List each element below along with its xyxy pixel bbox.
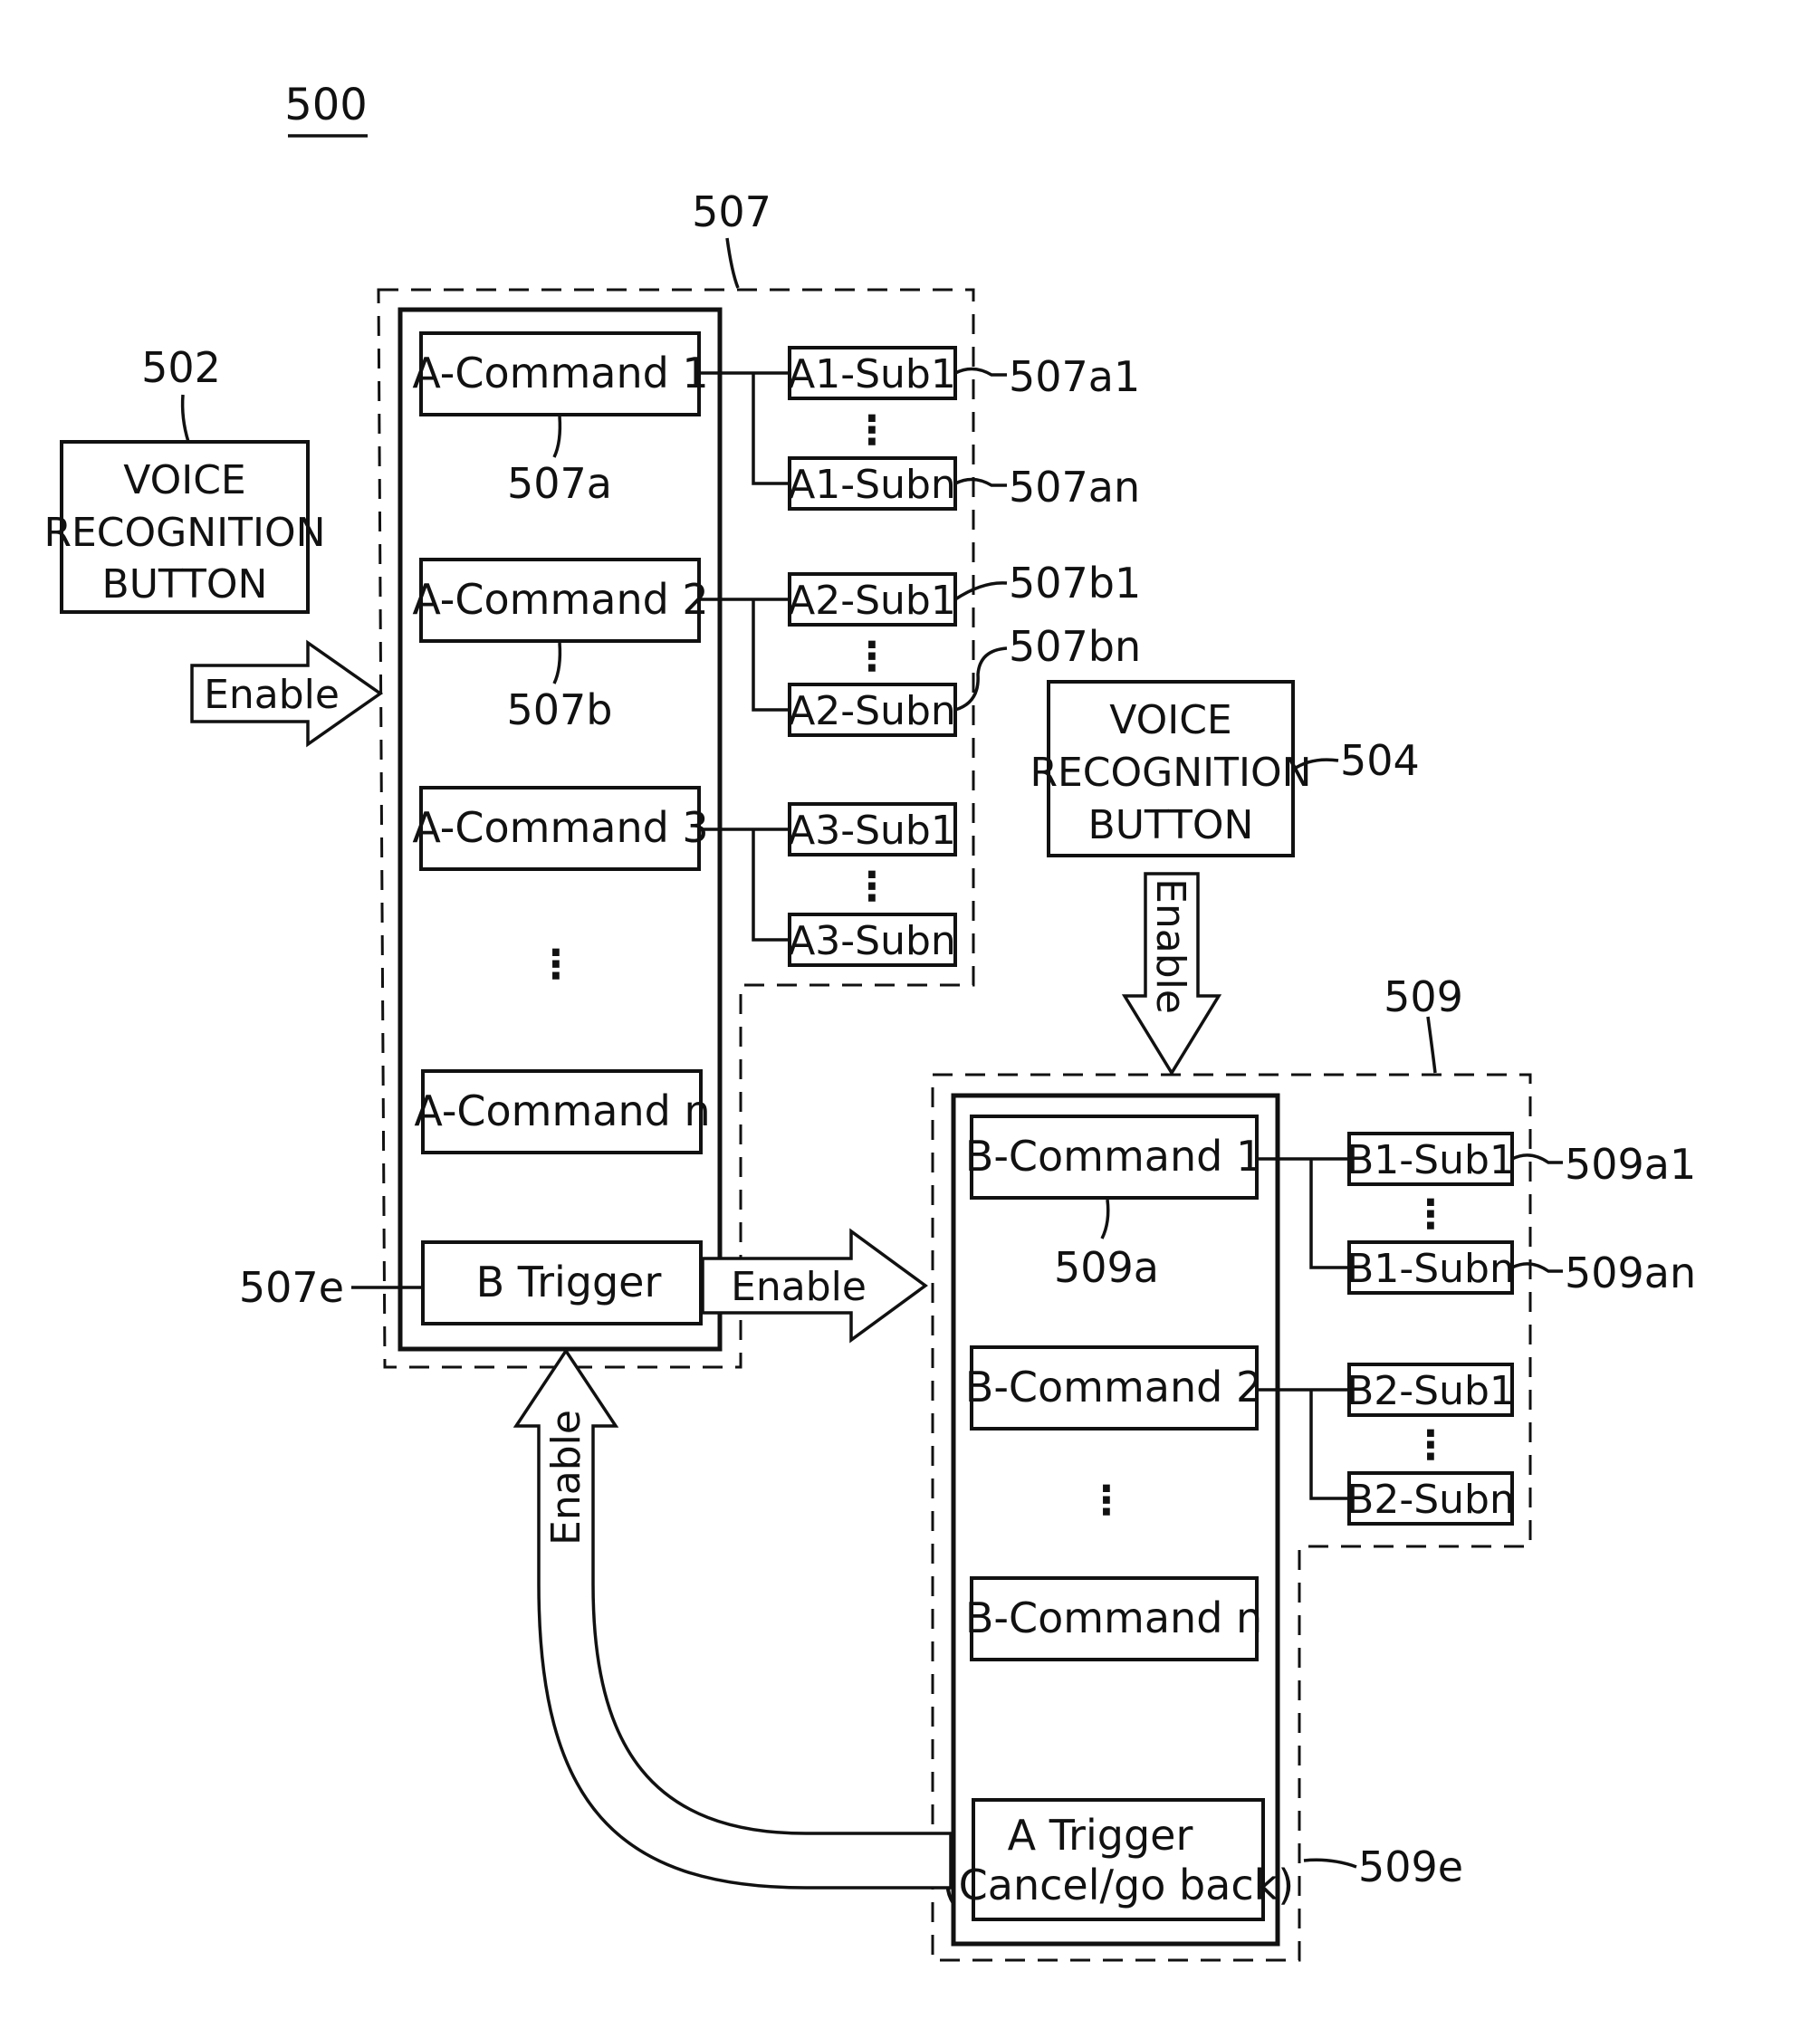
b-command-n[interactable]: B-Command n xyxy=(965,1578,1262,1660)
button-504-ref: 504 xyxy=(1340,736,1420,785)
b1-subn-ref-leader xyxy=(1512,1264,1563,1271)
figure-label: 500 xyxy=(284,80,368,130)
b-command-1-ref-leader xyxy=(1102,1200,1108,1239)
b-command-2[interactable]: B-Command 2 xyxy=(965,1347,1262,1429)
a1-sub1-ref-leader xyxy=(955,368,1007,375)
a1-subn-ref: 507an xyxy=(1009,463,1140,512)
a2-sub1-ref-leader xyxy=(955,583,1007,599)
enable-arrow-b-trigger-to-509: Enable xyxy=(703,1231,925,1340)
enable-arrow-to-507-label: Enable xyxy=(204,672,340,718)
b1-subn-ref: 509an xyxy=(1565,1249,1696,1297)
button-502-ref-leader xyxy=(183,395,188,442)
b-command-n-label: B-Command n xyxy=(965,1593,1262,1642)
a2-subn-ref-leader xyxy=(955,648,1007,710)
button-502-line-1: VOICE xyxy=(123,457,245,503)
b2-subn[interactable]: B2-Subn xyxy=(1346,1473,1515,1524)
a-command-2-ref-leader xyxy=(554,643,560,684)
b1-connector xyxy=(1257,1159,1349,1268)
voice-recognition-button-504[interactable]: VOICE RECOGNITION BUTTON xyxy=(1030,682,1311,856)
group-507-ref: 507 xyxy=(692,187,771,236)
b-commands-ellipsis: ⋮ xyxy=(1087,1478,1126,1524)
b1-subs-ellipsis: ⋮ xyxy=(1411,1191,1451,1238)
b2-subn-label: B2-Subn xyxy=(1346,1477,1515,1523)
a3-subn[interactable]: A3-Subn xyxy=(788,914,956,965)
a1-sub1-ref: 507a1 xyxy=(1009,352,1140,401)
a-trigger-ref: 509e xyxy=(1358,1842,1463,1891)
a1-subs-ellipsis: ⋮ xyxy=(852,407,892,454)
b1-sub1-ref-leader xyxy=(1512,1155,1563,1163)
a1-subn-label: A1-Subn xyxy=(788,462,956,508)
enable-arrow-a-trigger-label: Enable xyxy=(543,1410,589,1545)
b-command-1[interactable]: B-Command 1 xyxy=(965,1116,1262,1198)
a-command-3[interactable]: A-Command 3 xyxy=(412,788,708,869)
a-command-1[interactable]: A-Command 1 xyxy=(412,333,708,415)
a-command-2-ref: 507b xyxy=(507,685,613,734)
b-trigger-label: B Trigger xyxy=(476,1258,662,1306)
b-command-1-ref: 509a xyxy=(1054,1243,1159,1292)
a1-sub1-label: A1-Sub1 xyxy=(788,351,956,397)
button-502-ref: 502 xyxy=(141,343,221,392)
a-trigger[interactable]: A Trigger (Cancel/go back) xyxy=(943,1800,1295,1919)
b2-sub1-label: B2-Sub1 xyxy=(1346,1368,1515,1414)
b-command-1-label: B-Command 1 xyxy=(965,1132,1262,1181)
a-command-3-label: A-Command 3 xyxy=(412,803,708,852)
button-502-line-3: BUTTON xyxy=(102,561,268,608)
b1-sub1-label: B1-Sub1 xyxy=(1346,1137,1515,1183)
a1-subn-ref-leader xyxy=(955,479,1007,485)
group-509-ref-leader xyxy=(1428,1017,1435,1073)
a-command-1-ref-leader xyxy=(554,416,560,457)
button-504-line-1: VOICE xyxy=(1109,697,1231,743)
button-504-line-2: RECOGNITION xyxy=(1030,750,1311,796)
a3-subn-label: A3-Subn xyxy=(788,918,956,964)
button-504-line-3: BUTTON xyxy=(1088,802,1254,848)
a2-subs-ellipsis: ⋮ xyxy=(852,634,892,680)
b1-subn-label: B1-Subn xyxy=(1346,1246,1515,1292)
a-trigger-line-1: A Trigger xyxy=(1008,1811,1193,1860)
a1-connector xyxy=(699,373,790,483)
enable-arrow-a-trigger-to-b-trigger: Enable xyxy=(516,1351,951,1888)
a3-subs-ellipsis: ⋮ xyxy=(852,864,892,910)
a-command-1-ref: 507a xyxy=(507,459,612,508)
enable-arrow-to-509-label: Enable xyxy=(1147,878,1193,1014)
b1-sub1-ref: 509a1 xyxy=(1565,1140,1696,1189)
b2-connector xyxy=(1257,1390,1349,1498)
b2-subs-ellipsis: ⋮ xyxy=(1411,1422,1451,1469)
a1-subn[interactable]: A1-Subn xyxy=(788,458,956,509)
a2-sub1[interactable]: A2-Sub1 xyxy=(788,574,956,625)
a-command-2[interactable]: A-Command 2 xyxy=(412,560,708,641)
a-commands-ellipsis: ⋮ xyxy=(536,942,576,988)
a-trigger-line-2: (Cancel/go back) xyxy=(943,1861,1295,1909)
button-502-line-2: RECOGNITION xyxy=(43,510,325,556)
a2-sub1-label: A2-Sub1 xyxy=(788,578,956,624)
a-command-2-label: A-Command 2 xyxy=(412,575,708,624)
a2-connector xyxy=(699,599,790,710)
group-507-ref-leader xyxy=(727,238,738,288)
a-command-1-label: A-Command 1 xyxy=(412,349,708,397)
b-command-2-label: B-Command 2 xyxy=(965,1363,1262,1411)
a-command-n-label: A-Command n xyxy=(414,1086,710,1135)
a3-sub1-label: A3-Sub1 xyxy=(788,808,956,854)
b1-subn[interactable]: B1-Subn xyxy=(1346,1242,1515,1293)
enable-arrow-b-trigger-label: Enable xyxy=(731,1264,867,1310)
a1-sub1[interactable]: A1-Sub1 xyxy=(788,348,956,398)
b-trigger-ref: 507e xyxy=(239,1263,344,1312)
a2-sub1-ref: 507b1 xyxy=(1009,559,1141,608)
b-trigger[interactable]: B Trigger xyxy=(423,1242,701,1324)
a2-subn-ref: 507bn xyxy=(1009,622,1141,671)
a3-sub1[interactable]: A3-Sub1 xyxy=(788,804,956,855)
a2-subn-label: A2-Subn xyxy=(788,688,956,734)
group-509-ref: 509 xyxy=(1384,972,1463,1021)
b1-sub1[interactable]: B1-Sub1 xyxy=(1346,1134,1515,1184)
enable-arrow-to-507: Enable xyxy=(192,643,380,744)
a2-subn[interactable]: A2-Subn xyxy=(788,684,956,735)
b2-sub1[interactable]: B2-Sub1 xyxy=(1346,1364,1515,1415)
a-trigger-ref-leader xyxy=(1304,1860,1356,1867)
voice-recognition-button-502[interactable]: VOICE RECOGNITION BUTTON xyxy=(43,442,325,612)
a-command-n[interactable]: A-Command n xyxy=(414,1071,710,1153)
a3-connector xyxy=(699,829,790,940)
enable-arrow-to-509: Enable xyxy=(1125,874,1219,1073)
